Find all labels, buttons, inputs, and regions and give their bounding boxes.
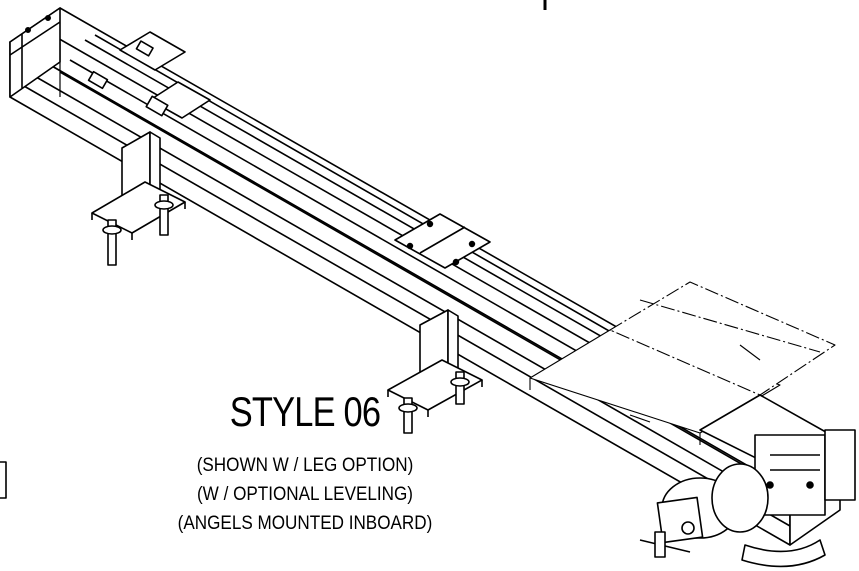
left-end-cap <box>9 7 61 98</box>
rail-carriages <box>87 31 491 269</box>
leg-option-note: (SHOWN W / LEG OPTION) <box>196 455 414 476</box>
edge-part <box>0 461 7 499</box>
slide-table <box>529 281 836 445</box>
support-leg-middle <box>387 309 483 434</box>
style-title: STYLE 06 <box>229 388 381 435</box>
angels-note: (ANGELS MOUNTED INBOARD) <box>177 513 433 534</box>
support-leg-left <box>91 131 186 266</box>
leveling-note: (W / OPTIONAL LEVELING) <box>196 484 413 505</box>
motor-assembly <box>639 394 856 568</box>
